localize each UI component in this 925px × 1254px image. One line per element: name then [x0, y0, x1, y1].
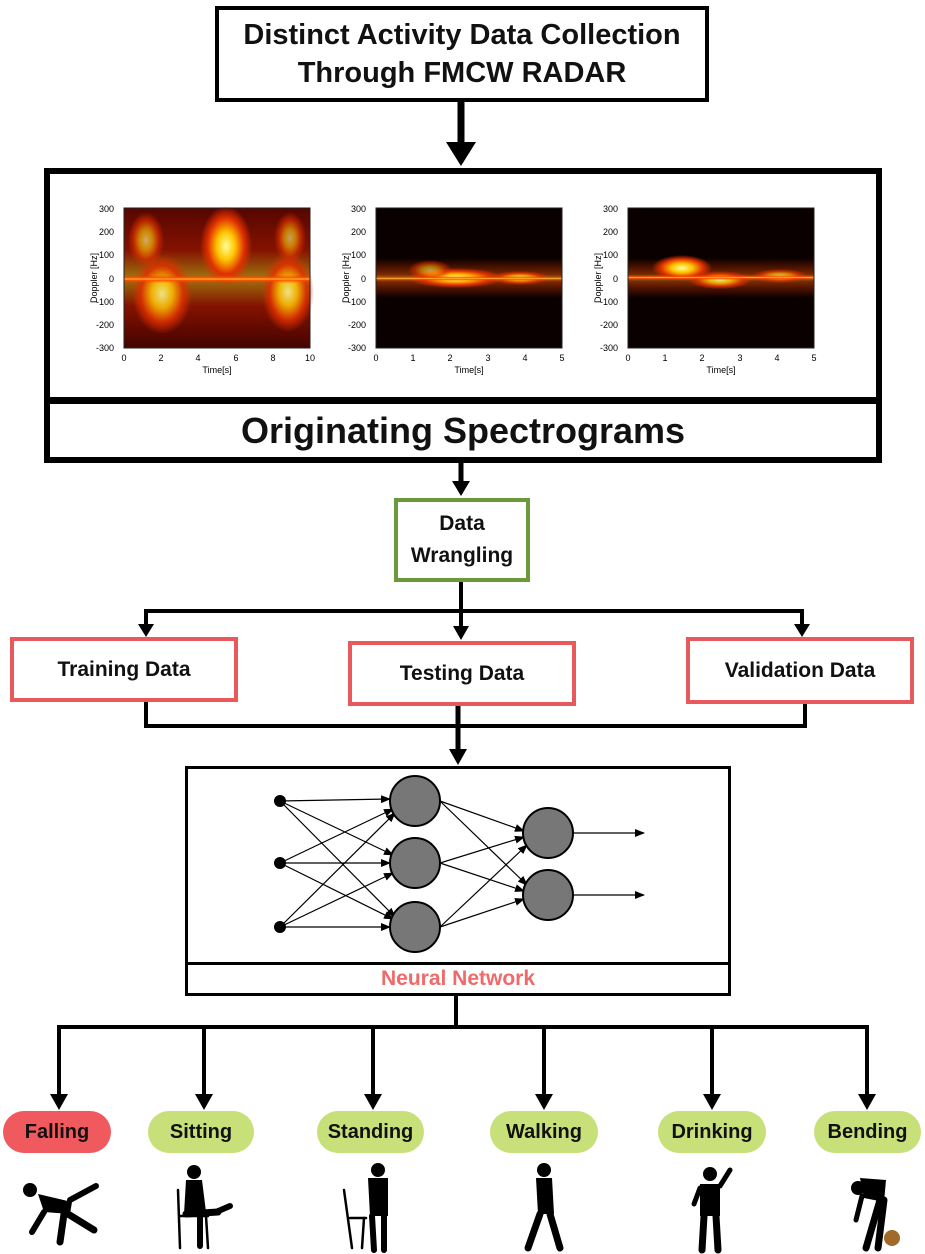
arrowhead-title — [446, 142, 476, 166]
wrangling-line-1: Data — [439, 512, 485, 535]
nn-output-nodes — [522, 807, 574, 921]
nn-input-nodes — [274, 795, 286, 933]
standing-person-icon — [342, 1163, 388, 1253]
p1-ytick-m300: -300 — [96, 343, 114, 353]
p2-ytick-200: 200 — [351, 227, 366, 237]
activity-drinking: Drinking — [658, 1111, 766, 1153]
nn-edges — [279, 795, 645, 931]
drinking-person-icon — [691, 1167, 733, 1254]
data-collection-box: Distinct Activity Data Collection Throug… — [215, 6, 709, 102]
p1-ytick-m100: -100 — [96, 297, 114, 307]
p3-xtick-2: 2 — [699, 353, 704, 363]
p1-ytick-m200: -200 — [96, 320, 114, 330]
title-line-1: Distinct Activity Data Collection — [243, 19, 681, 51]
neural-network-diagram — [274, 775, 645, 953]
p3-ytick-m200: -200 — [600, 320, 618, 330]
p1-xtick-10: 10 — [305, 353, 315, 363]
spectrogram-panel-1: 300 200 100 0 -100 -200 -300 0 2 4 6 8 1… — [89, 204, 315, 375]
falling-person-icon — [23, 1183, 99, 1246]
arrowhead-training — [138, 624, 154, 637]
output-arrowheads — [50, 1094, 876, 1110]
p3-xtick-5: 5 — [811, 353, 816, 363]
activity-walking: Walking — [490, 1111, 598, 1153]
spectrogram-panels: 300 200 100 0 -100 -200 -300 0 2 4 6 8 1… — [89, 204, 817, 375]
p2-xtick-1: 1 — [410, 353, 415, 363]
p1-ylabel: Doppler [Hz] — [89, 253, 99, 303]
p2-xtick-0: 0 — [373, 353, 378, 363]
p1-xtick-2: 2 — [158, 353, 163, 363]
activity-bending: Bending — [814, 1111, 921, 1153]
p1-xtick-4: 4 — [195, 353, 200, 363]
p3-ylabel: Doppler [Hz] — [593, 253, 603, 303]
p3-ytick-m100: -100 — [600, 297, 618, 307]
p2-ytick-0: 0 — [361, 274, 366, 284]
output-drops — [57, 1025, 869, 1098]
p2-ytick-100: 100 — [351, 250, 366, 260]
arrowhead-nn — [449, 749, 467, 765]
p3-xtick-4: 4 — [774, 353, 779, 363]
p3-ytick-100: 100 — [603, 250, 618, 260]
walking-person-icon — [524, 1163, 564, 1252]
p3-ytick-0: 0 — [613, 274, 618, 284]
p2-xtick-4: 4 — [522, 353, 527, 363]
activity-silhouettes — [23, 1163, 900, 1254]
activity-falling: Falling — [3, 1111, 111, 1153]
activity-standing: Standing — [317, 1111, 424, 1153]
arrowhead-spectro — [452, 481, 470, 496]
p3-ytick-300: 300 — [603, 204, 618, 214]
testing-data-box: Testing Data — [348, 641, 576, 706]
p3-xtick-1: 1 — [662, 353, 667, 363]
activity-sitting: Sitting — [148, 1111, 254, 1153]
spectrogram-panel-3: 300 200 100 0 -100 -200 -300 0 1 2 3 4 5… — [593, 204, 817, 375]
p2-xtick-2: 2 — [447, 353, 452, 363]
p2-xlabel: Time[s] — [454, 365, 483, 375]
p3-ytick-m300: -300 — [600, 343, 618, 353]
p3-xlabel: Time[s] — [706, 365, 735, 375]
p1-xtick-8: 8 — [270, 353, 275, 363]
p1-ytick-0: 0 — [109, 274, 114, 284]
p1-xlabel: Time[s] — [202, 365, 231, 375]
nn-hidden-nodes — [389, 775, 441, 953]
spectrograms-label: Originating Spectrograms — [44, 397, 882, 463]
p3-xtick-3: 3 — [737, 353, 742, 363]
data-wrangling-box: Data Wrangling — [394, 498, 530, 582]
training-data-box: Training Data — [10, 637, 238, 702]
arrowhead-validation — [794, 624, 810, 637]
p2-ylabel: Doppler [Hz] — [341, 253, 351, 303]
p2-ytick-m100: -100 — [348, 297, 366, 307]
p1-ytick-200: 200 — [99, 227, 114, 237]
p1-xtick-6: 6 — [233, 353, 238, 363]
p1-ytick-300: 300 — [99, 204, 114, 214]
p2-ytick-300: 300 — [351, 204, 366, 214]
p1-ytick-100: 100 — [99, 250, 114, 260]
wrangling-line-2: Wrangling — [410, 544, 514, 567]
arrowhead-testing — [453, 626, 469, 640]
p2-ytick-m300: -300 — [348, 343, 366, 353]
p3-ytick-200: 200 — [603, 227, 618, 237]
p3-xtick-0: 0 — [625, 353, 630, 363]
spectrogram-panel-2: 300 200 100 0 -100 -200 -300 0 1 2 3 4 5… — [341, 204, 565, 375]
bending-person-icon — [851, 1178, 900, 1252]
validation-data-box: Validation Data — [686, 637, 914, 704]
neural-network-label: Neural Network — [185, 962, 731, 996]
p2-ytick-m200: -200 — [348, 320, 366, 330]
p2-xtick-5: 5 — [559, 353, 564, 363]
sitting-person-icon — [176, 1165, 233, 1250]
title-line-2: Through FMCW RADAR — [297, 57, 627, 89]
p2-xtick-3: 3 — [485, 353, 490, 363]
p1-xtick-0: 0 — [121, 353, 126, 363]
ball-icon — [884, 1230, 900, 1246]
